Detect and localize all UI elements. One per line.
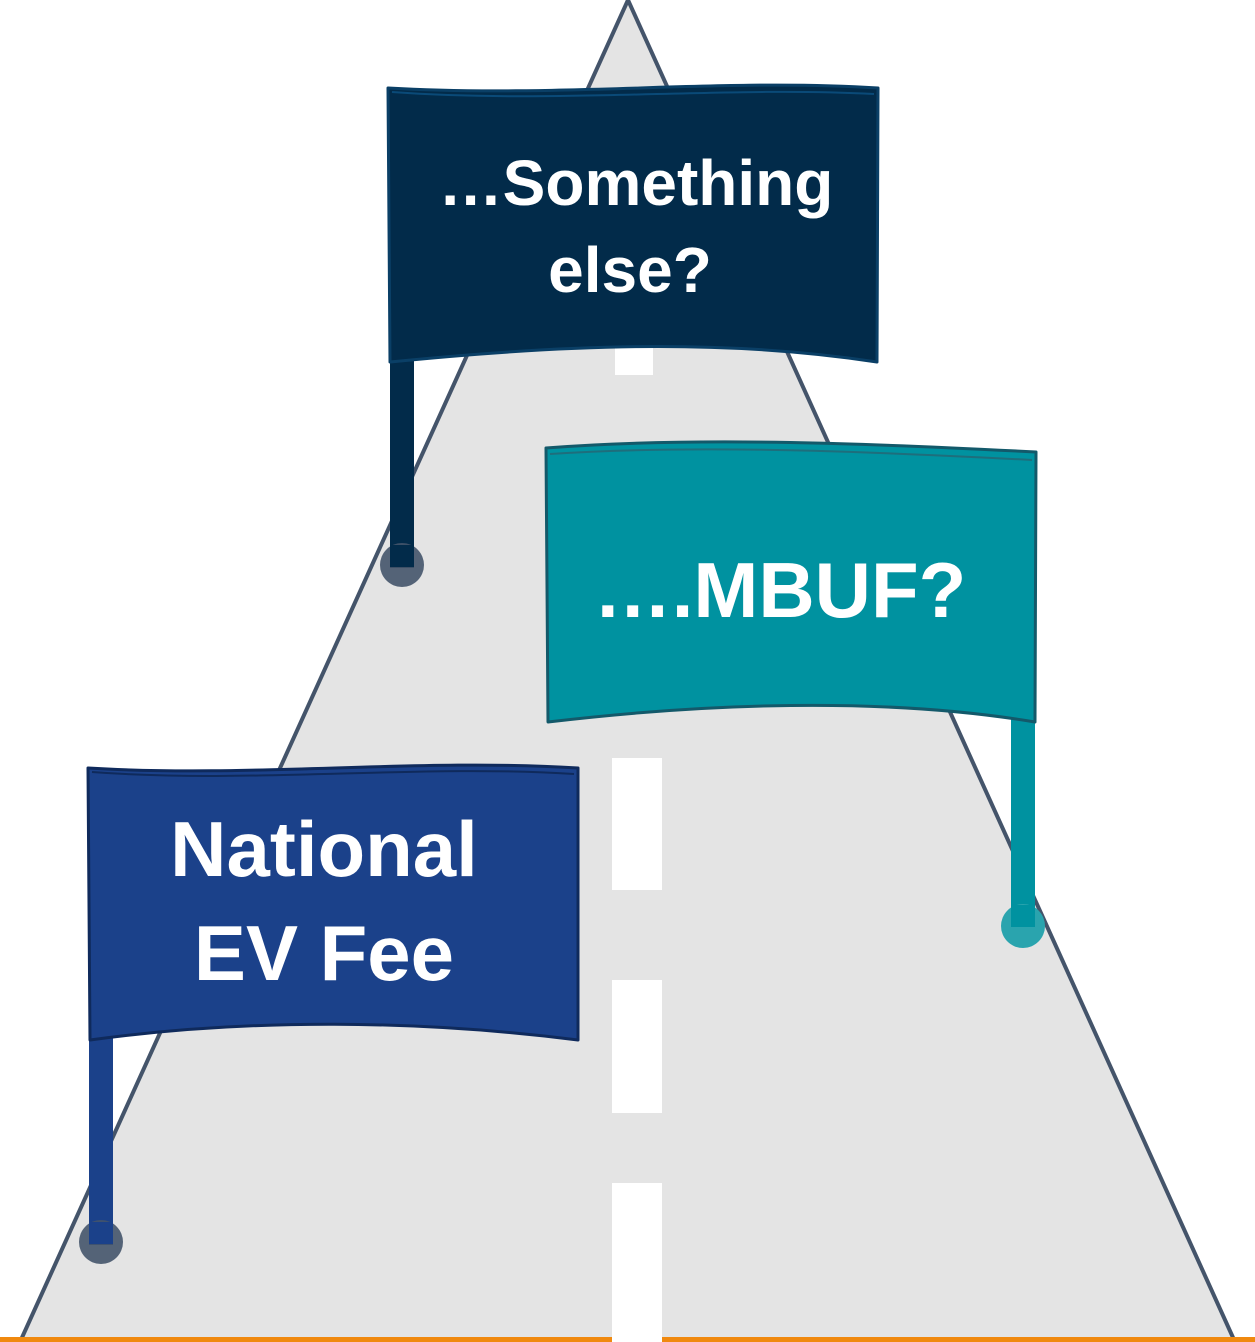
sign-mbuf: ….MBUF?	[544, 440, 1045, 948]
lane-dash	[612, 1183, 662, 1342]
sign-pole	[89, 1030, 113, 1245]
sign-banner	[86, 763, 580, 1042]
sign-text-line2: else?	[548, 234, 712, 306]
sign-banner	[544, 440, 1038, 724]
sign-text-line1: ….MBUF?	[594, 546, 967, 634]
pole-cap	[390, 545, 414, 567]
lane-dash	[612, 758, 662, 890]
sign-something-else: …Something else?	[380, 83, 880, 587]
sign-banner-sketch-line	[391, 90, 875, 98]
pole-cap	[1011, 905, 1035, 927]
sign-banner	[386, 83, 880, 364]
sign-banner-sketch-line	[549, 448, 1033, 461]
sign-text-line1: …Something	[439, 147, 834, 219]
sign-national-ev-fee: National EV Fee	[79, 763, 580, 1264]
sign-pole	[390, 340, 414, 568]
lane-dash	[612, 980, 662, 1113]
sign-banner-sketch-line	[91, 770, 575, 777]
sign-pole	[1011, 700, 1035, 928]
pole-cap	[89, 1222, 113, 1244]
sign-text-line2: EV Fee	[194, 909, 454, 997]
sign-text-line1: National	[170, 805, 478, 893]
